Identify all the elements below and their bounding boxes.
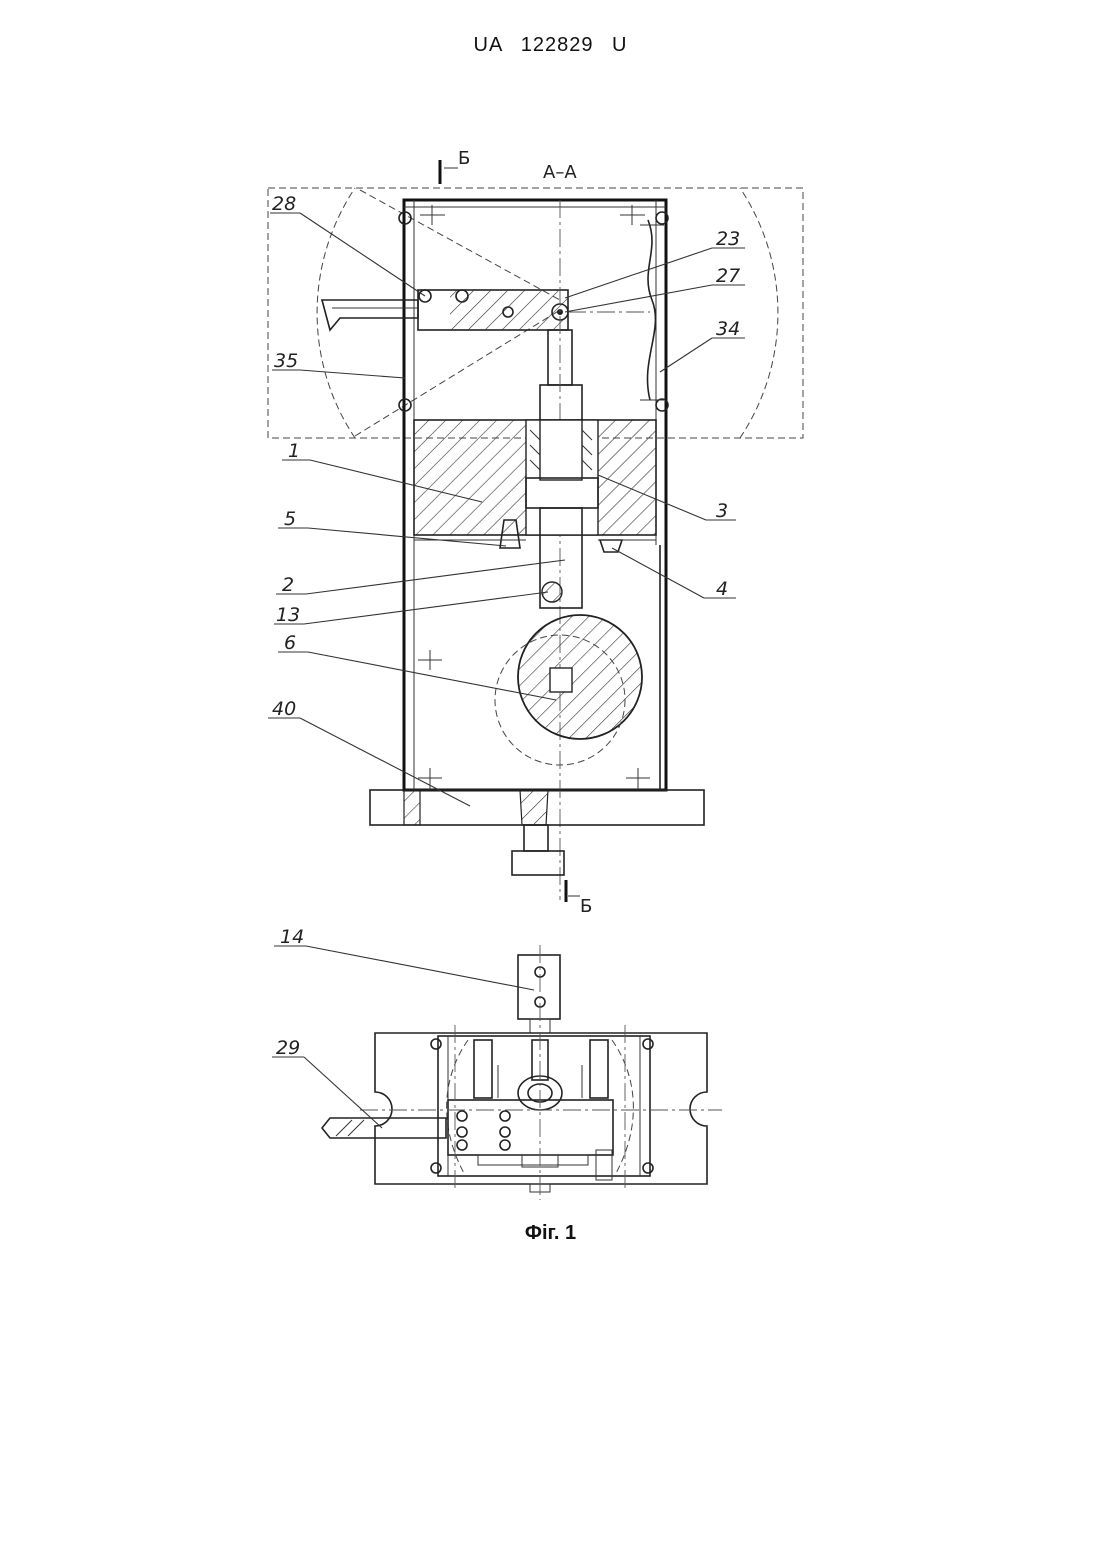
base-outline [375,1033,707,1184]
detail-arc [317,188,355,438]
part-label-35: 35 [274,350,298,372]
part-label-40: 40 [272,698,296,720]
bracket [518,955,560,1019]
cut-mark-top: Б [458,148,470,169]
part-label-29: 29 [276,1037,300,1059]
part-label-34: 34 [716,318,740,340]
top-view [322,945,722,1200]
part-label-23: 23 [716,228,740,250]
part-label-4: 4 [716,578,728,600]
section-label: А–А [543,162,577,183]
part-label-13: 13 [276,604,300,626]
cut-mark-bottom: Б [580,896,592,917]
part-label-14: 14 [280,926,304,948]
figure-caption: Фіг. 1 [0,1222,1101,1245]
part-label-28: 28 [272,193,296,215]
part-label-27: 27 [716,265,740,287]
part-label-3: 3 [716,500,728,522]
cam-wheel [518,615,642,739]
part-label-1: 1 [288,440,300,462]
part-label-5: 5 [284,508,296,530]
part-label-2: 2 [282,574,294,596]
part-label-6: 6 [284,632,296,654]
